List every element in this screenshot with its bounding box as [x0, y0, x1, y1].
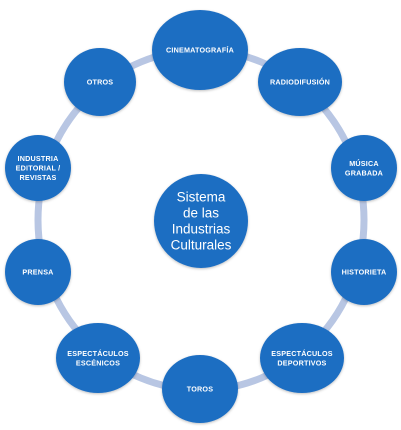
node-label-line: CINEMATOGRAFÍA — [166, 46, 234, 55]
node-label-line: INDUSTRIA — [18, 154, 59, 163]
node-prensa: PRENSA — [5, 239, 71, 305]
node-circle — [5, 135, 71, 201]
node-label: TOROS — [187, 385, 213, 394]
node-circle — [258, 48, 342, 116]
node-label-line: PRENSA — [22, 268, 53, 277]
center-title-line: Industrias — [172, 222, 231, 237]
node-circle — [5, 239, 71, 305]
node-circle — [56, 323, 140, 393]
node-label-line: TOROS — [187, 385, 213, 394]
node-label: RADIODIFUSIÓN — [270, 78, 330, 87]
center-title-line: de las — [183, 206, 219, 221]
node-toros: TOROS — [162, 355, 238, 423]
node-label: PRENSA — [22, 268, 53, 277]
node-historieta: HISTORIETA — [331, 239, 397, 305]
node-label-line: HISTORIETA — [342, 268, 387, 277]
node-label-line: EDITORIAL / — [16, 164, 61, 173]
node-circle — [331, 135, 397, 201]
node-otros: OTROS — [64, 48, 136, 116]
center-title-line: Culturales — [171, 238, 232, 253]
node-circle — [152, 10, 248, 90]
node-label: CINEMATOGRAFÍA — [166, 46, 234, 55]
node-label: HISTORIETA — [342, 268, 387, 277]
center-circle — [154, 174, 248, 268]
node-radiodifusion: RADIODIFUSIÓN — [258, 48, 342, 116]
node-label-line: OTROS — [87, 78, 114, 87]
node-label-line: ESPECTÁCULOS — [271, 349, 333, 358]
node-label-line: MÚSICA — [349, 159, 379, 168]
node-cinematografia: CINEMATOGRAFÍA — [152, 10, 248, 90]
node-circle — [64, 48, 136, 116]
node-circle — [162, 355, 238, 423]
node-label-line: ESPECTÁCULOS — [67, 349, 129, 358]
node-label-line: RADIODIFUSIÓN — [270, 78, 330, 87]
node-circle — [331, 239, 397, 305]
node-label-line: REVISTAS — [19, 173, 56, 182]
node-label: OTROS — [87, 78, 114, 87]
center-title-line: Sistema — [177, 190, 226, 205]
node-label-line: GRABADA — [345, 168, 383, 177]
node-label-line: ESCÉNICOS — [76, 358, 120, 367]
node-label-line: DEPORTIVOS — [277, 358, 326, 367]
node-circle — [260, 323, 344, 393]
